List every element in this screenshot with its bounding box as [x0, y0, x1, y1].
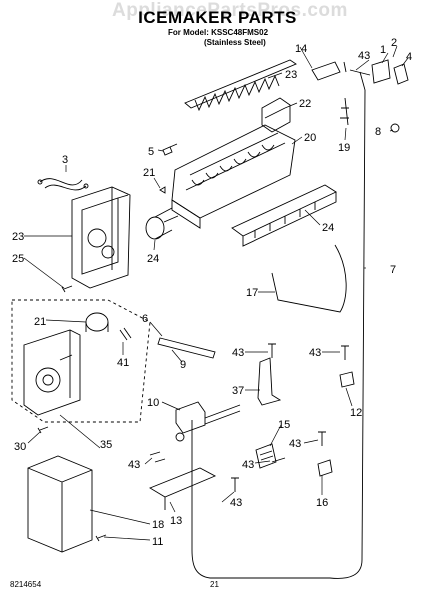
callout-26: 21 — [143, 167, 155, 179]
callout-21: 21 — [34, 316, 46, 328]
part-35-module — [23, 329, 81, 416]
callout-24: 24 — [322, 222, 334, 234]
callout-43-d: 43 — [242, 459, 254, 471]
part-17-shutoff-arm — [271, 244, 347, 313]
part-22-bracket — [261, 97, 291, 133]
callout-43-b: 43 — [309, 347, 321, 359]
callout-4: 4 — [406, 51, 412, 63]
callout-19: 19 — [338, 142, 350, 154]
part-41-clip — [119, 327, 132, 341]
callout-9: 9 — [180, 359, 186, 371]
callout-10: 10 — [147, 397, 159, 409]
callout-2: 2 — [391, 37, 397, 49]
part-25-module-housing — [71, 186, 131, 289]
callout-12: 12 — [350, 407, 362, 419]
part-26-27-fill-cup — [145, 186, 179, 240]
part-23-ejector — [184, 59, 297, 112]
callout-20: 20 — [304, 132, 316, 144]
part-7-water-line — [191, 71, 366, 579]
callout-8: 8 — [375, 126, 381, 138]
callout-3: 3 — [62, 154, 68, 166]
callout-22: 22 — [299, 98, 311, 110]
part-6-9-fill-tube — [157, 337, 216, 359]
callout-7: 7 — [390, 264, 396, 276]
callout-17: 17 — [246, 287, 258, 299]
part-13-valve-bracket — [148, 467, 217, 510]
callout-35: 35 — [100, 439, 112, 451]
model-line: For Model: KSSC48FMS02 — [168, 28, 269, 37]
callout-41: 41 — [117, 357, 129, 369]
part-14-bracket — [311, 61, 341, 81]
callout-labels: 14 43 1 2 4 23 22 20 8 19 5 3 21 24 23 2… — [12, 37, 412, 548]
callout-16: 16 — [316, 497, 328, 509]
callout-27: 24 — [147, 253, 159, 265]
callout-43-top: 43 — [358, 50, 370, 62]
part-18-cover — [27, 455, 93, 553]
callout-13: 13 — [170, 515, 182, 527]
doc-number: 8214654 — [10, 580, 42, 589]
part-37-bracket — [257, 357, 282, 406]
part-21-motor — [85, 312, 109, 332]
watermark: AppliancePartsPros.com — [112, 0, 348, 21]
callout-25: 23 — [12, 231, 24, 243]
callout-37: 37 — [232, 385, 244, 397]
callout-11: 11 — [152, 536, 163, 548]
part-10-water-valve — [175, 401, 241, 442]
part-3-wire-harness — [37, 178, 89, 191]
part-20-ice-mold — [171, 124, 296, 229]
finish-line: (Stainless Steel) — [204, 38, 266, 47]
callout-43-c: 43 — [289, 438, 301, 450]
part-24-front-cover — [231, 184, 337, 247]
callout-15: 15 — [278, 419, 290, 431]
part-19-thermostat — [340, 97, 349, 126]
callout-43-f: 43 — [230, 497, 242, 509]
page-number: 21 — [210, 580, 219, 589]
callout-14: 14 — [295, 43, 307, 55]
callout-6: 6 — [142, 313, 148, 325]
part-16-clip — [317, 459, 333, 477]
part-30-screw — [37, 426, 49, 434]
callout-18: 18 — [152, 519, 164, 531]
callout-1: 1 — [380, 44, 386, 56]
callout-28: 25 — [12, 253, 24, 265]
part-12-clamp — [339, 371, 355, 388]
part-15-clamp — [255, 443, 277, 469]
callout-43-a: 43 — [232, 347, 244, 359]
assembly-35-outline — [11, 299, 151, 423]
part-43-screws — [149, 61, 349, 492]
callout-43-e: 43 — [128, 459, 140, 471]
callout-30: 30 — [14, 441, 26, 453]
part-8-washer — [390, 123, 400, 133]
part-28-screw — [61, 285, 73, 293]
part-5-screw — [162, 143, 178, 156]
part-1-2-4-switch — [349, 59, 409, 85]
callout-23: 23 — [285, 69, 297, 81]
callout-5: 5 — [148, 146, 154, 158]
part-11-screw — [95, 534, 107, 542]
diagram-title: ICEMAKER PARTS — [138, 8, 297, 27]
leader-lines — [23, 45, 409, 541]
